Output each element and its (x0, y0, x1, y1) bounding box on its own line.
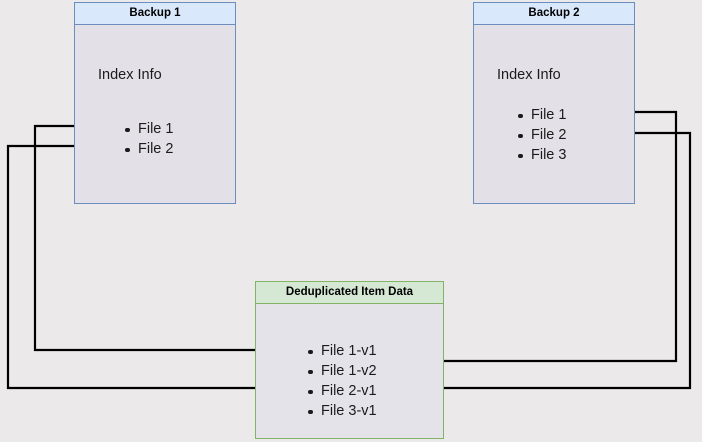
list-item: File 2 (123, 139, 173, 159)
backup-1-box[interactable]: Backup 1 Index Info File 1 File 2 (74, 2, 236, 204)
backup-2-box[interactable]: Backup 2 Index Info File 1 File 2 File 3 (473, 2, 635, 204)
backup-1-index-label: Index Info (98, 67, 162, 83)
backup-2-title: Backup 2 (474, 3, 634, 25)
deduplicated-item-data-title: Deduplicated Item Data (256, 282, 443, 304)
backup-1-title: Backup 1 (75, 3, 235, 25)
list-item: File 1-v1 (306, 341, 377, 361)
list-item: File 2 (516, 125, 566, 145)
dedup-item-list: File 1-v1 File 1-v2 File 2-v1 File 3-v1 (306, 341, 377, 421)
list-item: File 1-v2 (306, 361, 377, 381)
deduplicated-item-data-box[interactable]: Deduplicated Item Data File 1-v1 File 1-… (255, 281, 444, 439)
list-item: File 3 (516, 145, 566, 165)
list-item: File 2-v1 (306, 381, 377, 401)
backup-2-body: Index Info File 1 File 2 File 3 (474, 25, 634, 203)
list-item: File 1 (123, 119, 173, 139)
backup-2-file-list: File 1 File 2 File 3 (516, 105, 566, 165)
list-item: File 3-v1 (306, 401, 377, 421)
deduplicated-item-data-body: File 1-v1 File 1-v2 File 2-v1 File 3-v1 (256, 304, 443, 438)
backup-1-file-list: File 1 File 2 (123, 119, 173, 159)
backup-1-body: Index Info File 1 File 2 (75, 25, 235, 203)
backup-2-index-label: Index Info (497, 67, 561, 83)
list-item: File 1 (516, 105, 566, 125)
